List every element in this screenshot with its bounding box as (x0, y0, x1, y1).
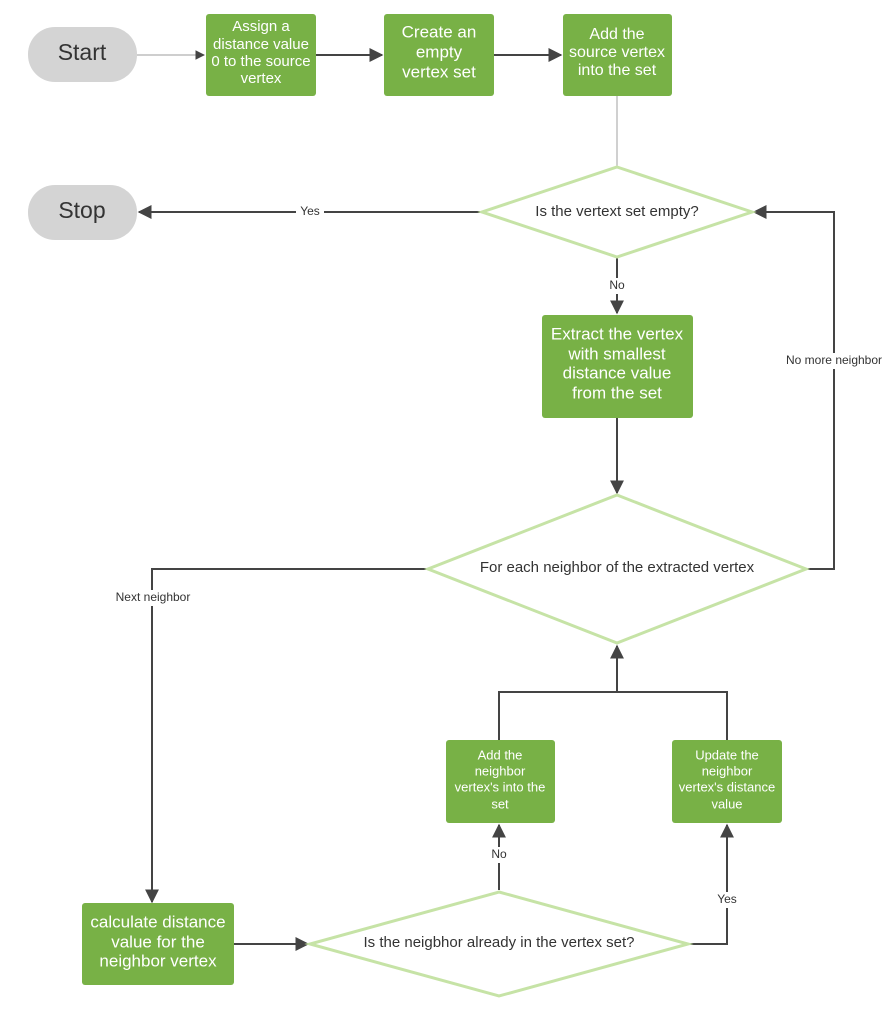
svg-text:with smallest: with smallest (567, 344, 666, 363)
svg-text:Yes: Yes (300, 204, 320, 218)
assign-distance-box: Assign a distance value 0 to the source … (206, 14, 316, 96)
edge-label-no-extract: No (606, 278, 628, 294)
svg-text:Assign a: Assign a (232, 18, 290, 35)
is-neighbor-in-set-decision: Is the neigbhor already in the vertex se… (304, 890, 694, 998)
svg-text:Is the vertext set empty?: Is the vertext set empty? (535, 203, 698, 220)
svg-text:Next neighbor: Next neighbor (116, 590, 191, 604)
svg-text:neighbor vertex: neighbor vertex (99, 951, 217, 970)
svg-text:set: set (491, 796, 509, 811)
svg-text:For each neighbor of the extra: For each neighbor of the extracted verte… (480, 559, 755, 576)
svg-text:vertex's distance: vertex's distance (679, 779, 775, 794)
svg-text:neighbor: neighbor (475, 763, 526, 778)
svg-text:Add the: Add the (478, 747, 523, 762)
add-source-vertex-box: Add the source vertex into the set (563, 14, 672, 96)
svg-text:Stop: Stop (58, 197, 105, 223)
edge-foreach-isempty (752, 205, 835, 570)
svg-text:Update the: Update the (695, 747, 759, 762)
edge-label-next-neighbor: Next neighbor (112, 590, 194, 606)
calculate-distance-box: calculate distance value for the neighbo… (82, 903, 234, 985)
svg-text:Add the: Add the (589, 26, 644, 43)
edge-label-no-add: No (488, 847, 510, 863)
update-neighbor-box: Update the neighbor vertex's distance va… (672, 740, 782, 823)
edge-isinset-update (688, 823, 734, 945)
svg-text:calculate distance: calculate distance (90, 912, 225, 931)
svg-text:value for the: value for the (111, 932, 205, 951)
svg-text:vertex: vertex (241, 70, 282, 87)
edge-update-foreach (617, 691, 728, 740)
svg-text:Extract the vertex: Extract the vertex (551, 324, 684, 343)
start-node: Start (28, 27, 137, 82)
svg-text:into the set: into the set (578, 62, 657, 79)
svg-text:0 to the source: 0 to the source (211, 53, 310, 70)
svg-text:empty: empty (416, 42, 463, 61)
svg-text:Is the neigbhor already in the: Is the neigbhor already in the vertex se… (364, 934, 635, 951)
svg-text:No more neighbor: No more neighbor (786, 353, 882, 367)
svg-text:distance value: distance value (563, 363, 672, 382)
svg-text:Start: Start (58, 39, 107, 65)
svg-text:No: No (609, 278, 625, 292)
svg-text:source vertex: source vertex (569, 44, 665, 61)
svg-text:Create an: Create an (402, 22, 477, 41)
create-vertex-set-box: Create an empty vertex set (384, 14, 494, 96)
add-neighbor-box: Add the neighbor vertex's into the set (446, 740, 555, 823)
is-vertex-set-empty-decision: Is the vertext set empty? (477, 165, 757, 259)
edge-label-yes-stop: Yes (296, 204, 324, 220)
svg-text:neighbor: neighbor (702, 763, 753, 778)
svg-text:value: value (711, 796, 742, 811)
svg-text:No: No (491, 847, 507, 861)
edge-add-foreach (498, 691, 617, 740)
svg-text:distance value: distance value (213, 36, 309, 53)
for-each-neighbor-decision: For each neighbor of the extracted verte… (423, 493, 811, 645)
extract-vertex-box: Extract the vertex with smallest distanc… (542, 315, 693, 418)
svg-text:Yes: Yes (717, 892, 737, 906)
svg-text:vertex set: vertex set (402, 62, 476, 81)
svg-text:from the set: from the set (572, 383, 662, 402)
edge-foreach-calculate (145, 568, 428, 904)
edge-label-no-more-neighbor: No more neighbor (780, 353, 888, 369)
edge-label-yes-update: Yes (713, 892, 741, 908)
svg-text:vertex's into the: vertex's into the (455, 779, 546, 794)
stop-node: Stop (28, 185, 137, 240)
